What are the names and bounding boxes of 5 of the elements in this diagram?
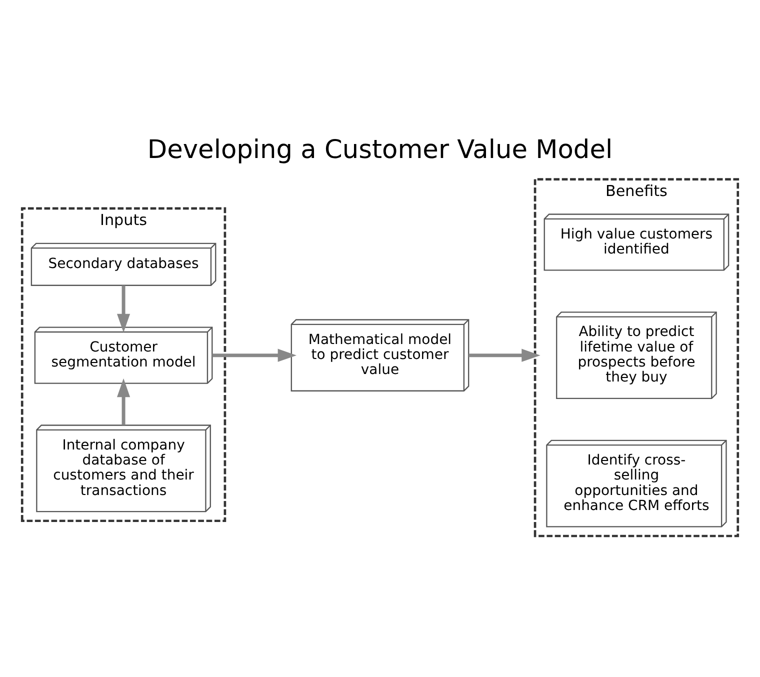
arrow [117, 378, 130, 425]
arrow [117, 285, 130, 332]
arrow [468, 348, 540, 362]
arrow [212, 348, 296, 362]
diagram-title: Developing a Customer Value Model [147, 134, 613, 164]
